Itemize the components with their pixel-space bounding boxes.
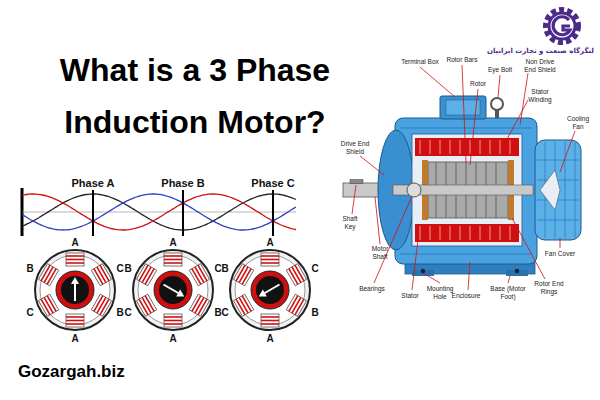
part-label: Eye Bolt: [485, 66, 515, 74]
motor-illustration: [343, 96, 581, 276]
part-label: Non Drive End Shield: [520, 58, 560, 73]
phase-letter: C: [26, 307, 33, 318]
leader-lines: [352, 65, 575, 290]
logo-text: لنگرگاه صنعت و تجارت ایرانیان: [487, 47, 594, 55]
phase-letter: B: [124, 263, 131, 274]
site-url: Gozargah.biz: [18, 362, 125, 382]
phase-letter: B: [214, 307, 221, 318]
part-label: Base (Motor Foot): [487, 285, 529, 300]
stator-diagram: [133, 250, 213, 330]
title: What is a 3 Phase Induction Motor?: [30, 44, 360, 148]
phase-letter: B: [26, 263, 33, 274]
phase-letter: A: [169, 333, 176, 344]
phase-label: Phase C: [251, 177, 294, 189]
part-label: Terminal Box: [398, 58, 442, 66]
phase-letter: B: [221, 263, 228, 274]
part-label: Drive End Shield: [336, 140, 374, 155]
stator-diagram: [230, 250, 310, 330]
phase-letter: C: [124, 307, 131, 318]
phase-letter: A: [71, 237, 78, 248]
phase-letter: C: [214, 263, 221, 274]
stator-diagram: [35, 250, 115, 330]
phase-letter: A: [71, 333, 78, 344]
logo: [546, 10, 578, 42]
part-label: Bearings: [356, 285, 388, 293]
phase-letter: B: [311, 307, 318, 318]
part-label: Rotor: [467, 80, 489, 88]
part-label: Rotor Bars: [442, 56, 482, 64]
part-label: Cooling Fan: [563, 115, 593, 130]
phase-letter: C: [311, 263, 318, 274]
part-label: Shaft Key: [336, 215, 364, 230]
phase-label: Phase B: [161, 177, 204, 189]
phase-letter: A: [266, 237, 273, 248]
part-label: Motor Shaft: [367, 245, 393, 260]
part-label: Fan Cover: [543, 250, 577, 258]
phase-letter: C: [116, 263, 123, 274]
part-label: Rotor End Rings: [532, 280, 566, 295]
part-label: Stator Winding: [522, 88, 558, 103]
phase-letter: A: [266, 333, 273, 344]
part-label: Enclosure: [449, 292, 483, 300]
phase-waves: [22, 188, 296, 236]
phase-label: Phase A: [71, 177, 114, 189]
phase-letter: B: [116, 307, 123, 318]
part-label: Stator: [397, 292, 423, 300]
phase-letter: C: [221, 307, 228, 318]
phase-letter: A: [169, 237, 176, 248]
